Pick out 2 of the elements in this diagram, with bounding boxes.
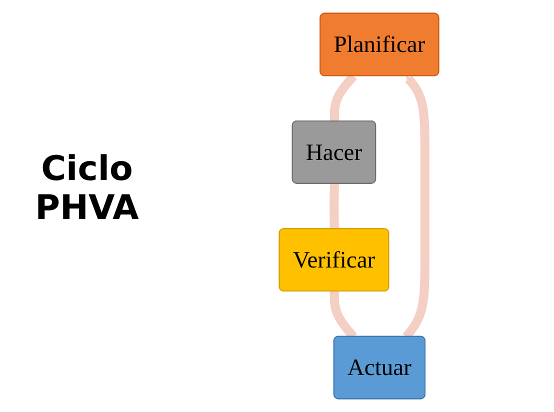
diagram-title: Ciclo PHVA: [34, 150, 140, 228]
connector: [330, 183, 339, 230]
